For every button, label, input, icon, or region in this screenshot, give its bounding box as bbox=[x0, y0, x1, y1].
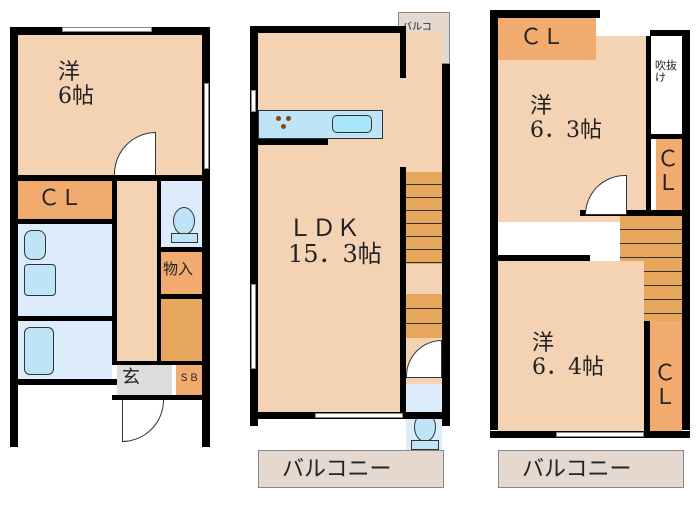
western-room-1f bbox=[18, 35, 202, 175]
floor-2: バルコ ニー ＬＤＫ 15．3帖 バルコニー bbox=[250, 12, 450, 517]
entrance bbox=[117, 365, 172, 395]
bathtub-icon bbox=[24, 327, 54, 375]
ldk-label: ＬＤＫ 15．3帖 bbox=[288, 214, 382, 269]
entrance-door[interactable] bbox=[122, 400, 164, 442]
balcony-window bbox=[556, 432, 644, 437]
closet-1f bbox=[18, 181, 112, 219]
washing-machine-icon bbox=[24, 264, 56, 296]
storage-1f bbox=[161, 252, 202, 294]
balcony-3f-label: バルコニー bbox=[522, 457, 632, 482]
window bbox=[204, 83, 209, 169]
window bbox=[251, 284, 256, 369]
entrance-label: 玄 bbox=[122, 367, 140, 388]
stove-icon bbox=[272, 114, 297, 134]
balcony-2f bbox=[258, 450, 444, 488]
stairs-1f[interactable] bbox=[161, 299, 202, 361]
western-room-3f-b bbox=[498, 261, 644, 431]
closet-1f-label: ＣＬ bbox=[38, 186, 83, 211]
closet-3f-bottom bbox=[650, 321, 682, 431]
western-room-1f-label: 洋 6帖 bbox=[58, 60, 94, 110]
hallway-1f bbox=[117, 181, 157, 361]
window bbox=[62, 27, 152, 32]
toilet-tank-icon bbox=[171, 233, 198, 243]
closet-3f-top bbox=[498, 18, 596, 60]
void-label: 吹抜 け bbox=[655, 59, 677, 85]
stairs-2f[interactable] bbox=[406, 172, 442, 264]
closet-3f-mid bbox=[656, 139, 682, 211]
western-room-3f-a-label: 洋 6．3帖 bbox=[530, 94, 602, 144]
closet-3f-bottom-label: Ｃ Ｌ bbox=[654, 361, 677, 411]
balcony-window bbox=[315, 413, 403, 418]
balcony-2f-label: バルコニー bbox=[282, 457, 392, 482]
shoe-box bbox=[176, 365, 202, 395]
toilet-icon bbox=[173, 207, 195, 235]
floor-3: ＣＬ 洋 6．3帖 吹抜 け Ｃ Ｌ 洋 6．4帖 Ｃ Ｌ バルコニー bbox=[490, 10, 690, 520]
void bbox=[650, 36, 682, 134]
storage-1f-label: 物入 bbox=[163, 260, 194, 278]
sink-icon bbox=[332, 115, 372, 133]
closet-3f-mid-label: Ｃ Ｌ bbox=[657, 147, 680, 197]
closet-3f-top-label: ＣＬ bbox=[520, 25, 565, 50]
western-room-3f-b-label: 洋 6．4帖 bbox=[532, 331, 604, 381]
washbasin-icon bbox=[24, 230, 46, 260]
floor-1: 洋 6帖 ＣＬ 物入 玄 ＳＢ bbox=[10, 27, 210, 447]
balcony-3f bbox=[498, 450, 684, 488]
stairs-2f-lower[interactable] bbox=[406, 294, 442, 338]
window bbox=[251, 90, 256, 112]
shoe-box-label: ＳＢ bbox=[179, 373, 199, 384]
toilet-tank-icon bbox=[411, 440, 439, 450]
